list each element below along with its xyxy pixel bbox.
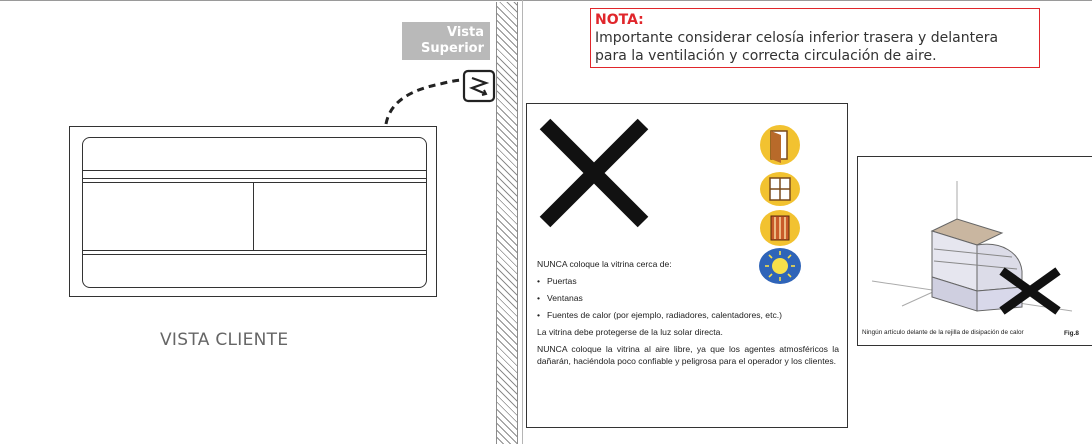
note-box: NOTA: Importante considerar celosía infe…: [590, 8, 1040, 68]
cross-icon: [999, 267, 1061, 315]
door-icon: [760, 125, 800, 165]
placement-heading: NUNCA coloque la vitrina cerca de:: [537, 259, 672, 269]
outdoor-warning-text: NUNCA coloque la vitrina al aire libre, …: [537, 344, 839, 366]
cabinet-divider: [253, 182, 254, 250]
cabinet-inner-frame: [82, 137, 427, 288]
connector-arrow: [384, 69, 496, 125]
placement-item: Puertas: [537, 275, 839, 287]
refrigeration-symbol-icon: [462, 69, 496, 103]
sun-warning-text: La vitrina debe protegerse de la luz sol…: [537, 327, 723, 337]
cabinet-line: [82, 182, 427, 183]
ventilation-warning-card: Ningún artículo delante de la rejilla de…: [857, 156, 1092, 346]
cabinet-line: [82, 254, 427, 255]
placement-item: Ventanas: [537, 292, 839, 304]
client-view-label: VISTA CLIENTE: [160, 330, 289, 350]
cabinet-line: [82, 250, 427, 251]
placement-item: Fuentes de calor (por ejemplo, radiadore…: [537, 309, 839, 321]
cabinet-line: [82, 178, 427, 179]
window-icon: [760, 172, 800, 206]
placement-warning-card: NUNCA coloque la vitrina cerca de: Puert…: [526, 103, 848, 428]
wall-hatching: [496, 2, 518, 444]
top-view-badge-line1: Vista: [446, 25, 484, 40]
top-view-badge-line2: Superior: [421, 41, 484, 56]
top-rule: [0, 0, 1092, 1]
top-view-badge: Vista Superior: [402, 22, 490, 60]
section-divider: [522, 0, 523, 444]
note-title: NOTA:: [595, 12, 644, 28]
cabinet-line: [82, 170, 427, 171]
placement-text-block: NUNCA coloque la vitrina cerca de: Puert…: [537, 258, 839, 367]
figure-label: Fig.8: [1064, 330, 1079, 337]
note-line-2: para la ventilación y correcta circulaci…: [595, 48, 937, 64]
heater-icon: [760, 210, 800, 246]
cross-icon: [539, 118, 649, 228]
display-case-illustration: [871, 181, 1073, 315]
note-line-1: Importante considerar celosía inferior t…: [595, 30, 999, 46]
ventilation-caption: Ningún artículo delante de la rejilla de…: [862, 329, 1024, 336]
